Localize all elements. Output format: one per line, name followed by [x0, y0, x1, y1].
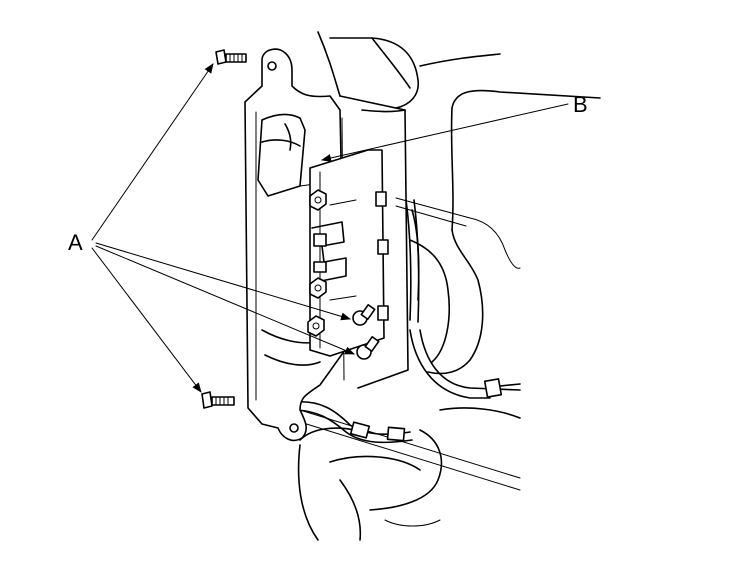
- bolt-bottom-left: [201, 391, 235, 409]
- wire-harness: [291, 199, 420, 444]
- leader-b-to-control-unit: [321, 103, 569, 162]
- nut-lower: [307, 315, 325, 337]
- leader-a-to-bolt-bottom-left: [91, 247, 202, 393]
- lower-cable: [409, 329, 521, 399]
- control-unit-b: [309, 149, 389, 357]
- bolt-center-upper: [352, 303, 376, 326]
- nut-middle: [309, 277, 327, 299]
- nut-upper: [309, 189, 327, 211]
- leader-a-to-bolt-center-lower: [95, 245, 355, 355]
- bolt-center-lower: [356, 335, 380, 360]
- leader-a-to-bolt-top-left: [91, 63, 214, 241]
- label-b: B: [573, 92, 588, 117]
- lower-floor: [297, 407, 521, 541]
- label-a: A: [68, 230, 83, 255]
- bolt-top-left: [215, 49, 247, 65]
- leader-a-to-bolt-center-upper: [95, 242, 351, 321]
- side-structure: [395, 89, 601, 375]
- leaders-a: [91, 63, 355, 393]
